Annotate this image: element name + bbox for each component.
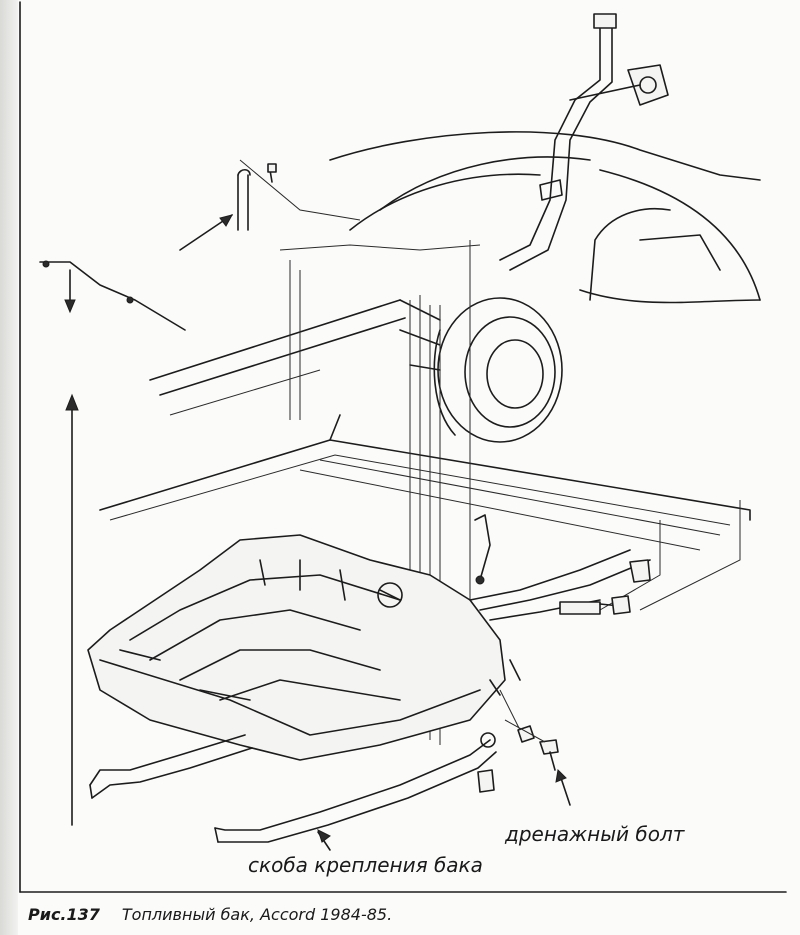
frame-border [19, 1, 787, 893]
binding-edge-shadow [0, 0, 18, 935]
installation-arrow [65, 393, 79, 826]
figure-number: Рис.137 [28, 905, 100, 924]
vent-hose [179, 163, 277, 251]
figure-title: Топливный бак, Accord 1984-85. [121, 905, 393, 924]
tank-straps [89, 732, 497, 851]
clip-bracket-left [39, 260, 186, 331]
figure-caption: Рис.137 Топливный бак, Accord 1984-85. [28, 905, 392, 924]
drain-bolt-parts [477, 689, 571, 806]
filler-neck-assembly [499, 13, 669, 271]
fuel-lines [469, 514, 651, 696]
fuel-tank [87, 534, 506, 761]
floor-pan-lines [99, 299, 751, 551]
drain-bolt-label: дренажный болт [505, 822, 685, 846]
rear-wheel-drum [399, 297, 563, 443]
car-body-outline [239, 131, 761, 304]
tank-bracket-label: скоба крепления бака [248, 853, 483, 877]
